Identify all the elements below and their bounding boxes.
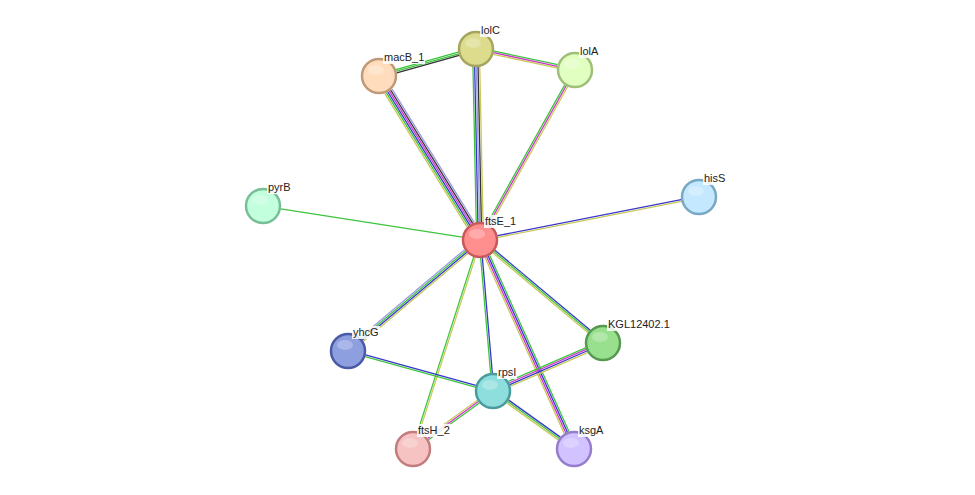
evidence-line (493, 54, 557, 68)
node-label: pyrB (267, 181, 292, 194)
node-label: ftsE_1 (484, 215, 517, 228)
evidence-line (487, 85, 564, 224)
evidence-line (508, 348, 585, 382)
evidence-line (386, 93, 468, 226)
evidence-line (389, 91, 471, 224)
interaction-edge (481, 258, 493, 373)
evidence-line (494, 53, 558, 67)
interaction-edge (487, 85, 567, 225)
interaction-edge (385, 89, 474, 227)
node-label: macB_1 (383, 51, 425, 64)
protein-node: ftsE_1 (462, 222, 498, 258)
protein-node: lolA (557, 52, 593, 88)
evidence-line (509, 400, 561, 437)
protein-node: macB_1 (361, 58, 397, 94)
protein-node: ksgA (556, 431, 592, 467)
protein-node: yhcG (330, 333, 366, 369)
interaction-edge (497, 200, 681, 238)
evidence-line (365, 357, 475, 387)
evidence-line (510, 351, 587, 385)
interaction-edge (473, 67, 483, 222)
interaction-edge (507, 400, 561, 440)
interaction-edge (281, 209, 462, 237)
interaction-edge (493, 51, 557, 68)
node-label: hisS (703, 172, 726, 185)
evidence-line (490, 87, 567, 226)
evidence-line (494, 252, 589, 332)
evidence-line (419, 257, 475, 432)
evidence-line (481, 258, 491, 373)
evidence-line (494, 51, 558, 65)
evidence-line (388, 92, 470, 225)
node-label: ftsH_2 (417, 424, 451, 437)
node-label: ksgA (578, 424, 604, 437)
evidence-line (498, 201, 682, 237)
evidence-line (482, 258, 492, 373)
node-label: lolC (480, 24, 501, 37)
evidence-line (391, 90, 473, 223)
node-label: yhcG (352, 326, 380, 339)
interaction-edge (493, 250, 591, 332)
evidence-line (480, 67, 483, 222)
evidence-line (281, 209, 462, 237)
interaction-edge (418, 257, 476, 432)
evidence-line (507, 403, 559, 440)
protein-node: pyrB (245, 188, 281, 224)
interaction-edge (365, 355, 476, 387)
node-label: rpsI (497, 366, 517, 379)
protein-node: hisS (681, 179, 717, 215)
evidence-line (509, 349, 586, 383)
protein-node: KGL12402.1 (585, 325, 621, 361)
evidence-line (366, 355, 476, 385)
evidence-line (511, 353, 588, 387)
evidence-line (497, 200, 681, 236)
evidence-line (489, 86, 566, 225)
evidence-line (360, 250, 464, 338)
node-label: KGL12402.1 (607, 318, 671, 331)
evidence-line (508, 401, 560, 438)
interaction-edge (508, 348, 587, 386)
protein-node: ftsH_2 (395, 431, 431, 467)
evidence-line (418, 257, 474, 432)
evidence-line (385, 94, 467, 227)
evidence-line (392, 89, 474, 222)
protein-node: rpsI (475, 373, 511, 409)
evidence-line (495, 250, 590, 330)
protein-node: lolC (458, 31, 494, 67)
node-label: lolA (579, 45, 599, 58)
